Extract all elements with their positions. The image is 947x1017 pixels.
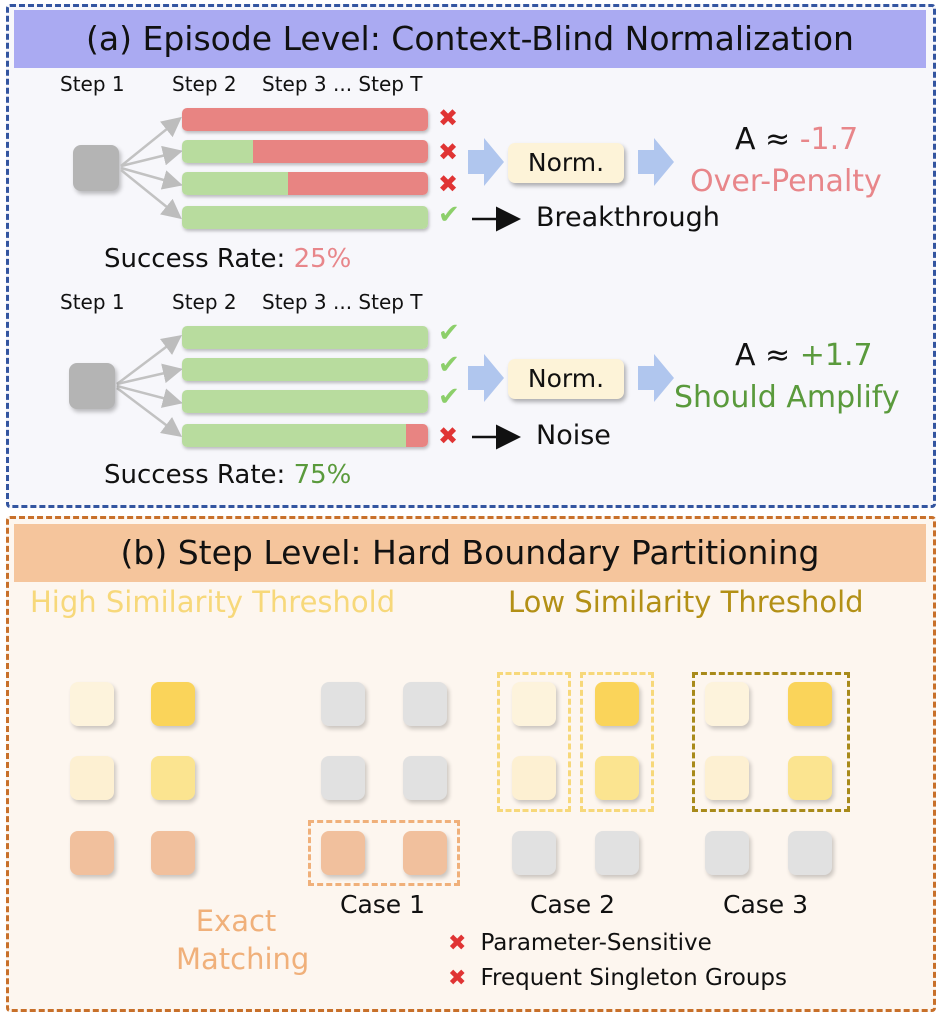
high-threshold-group (580, 672, 654, 812)
step-node (595, 682, 639, 726)
step-node (512, 682, 556, 726)
norm-box: Norm. (508, 143, 624, 183)
check-icon: ✔ (438, 350, 460, 380)
step-node (595, 756, 639, 800)
step-node (512, 831, 556, 875)
step-1-label: Step 1 (60, 72, 125, 96)
case-3-label: Case 3 (723, 890, 809, 919)
step-1-label: Step 1 (60, 290, 125, 314)
cross-icon: ✖ (448, 931, 467, 956)
breakthrough-label: Breakthrough (536, 202, 720, 233)
trajectory-bar (182, 358, 428, 381)
high-threshold-group (497, 672, 571, 812)
trajectory-bar (182, 206, 428, 229)
step-2-label: Step 2 (172, 72, 237, 96)
step-node (788, 756, 832, 800)
step-node (788, 682, 832, 726)
success-rate-bottom: Success Rate: 75% (104, 460, 352, 490)
step-node (151, 756, 195, 800)
cross-icon: ✖ (438, 104, 459, 132)
cross-icon: ✖ (448, 966, 467, 991)
cross-icon: ✖ (438, 422, 459, 450)
step-node (788, 831, 832, 875)
step-node (321, 831, 365, 875)
step-node (595, 831, 639, 875)
step-node (403, 682, 447, 726)
check-icon: ✔ (438, 318, 460, 348)
step-node (321, 682, 365, 726)
norm-box: Norm. (508, 359, 624, 399)
trajectory-bar (182, 140, 428, 163)
step-node (321, 756, 365, 800)
step-2-label: Step 2 (172, 290, 237, 314)
step-node (403, 756, 447, 800)
episode-level-title: (a) Episode Level: Context-Blind Normali… (14, 10, 926, 68)
trajectory-bar (182, 326, 428, 349)
advantage-value: A ≈ +1.7 (735, 338, 873, 373)
trajectory-bar (182, 172, 428, 195)
step-node (151, 682, 195, 726)
advantage-value: A ≈ -1.7 (735, 122, 859, 157)
step-node (70, 682, 114, 726)
step-level-title: (b) Step Level: Hard Boundary Partitioni… (14, 524, 926, 582)
start-node (73, 145, 119, 191)
step-node (403, 831, 447, 875)
low-threshold-group (692, 672, 850, 812)
trajectory-bar (182, 390, 428, 413)
step-node (705, 831, 749, 875)
noise-label: Noise (536, 420, 611, 451)
check-icon: ✔ (438, 382, 460, 412)
step-3-t-label: Step 3 ... Step T (262, 290, 423, 314)
exact-match-group (308, 820, 460, 886)
check-icon: ✔ (438, 200, 460, 230)
step-node (705, 682, 749, 726)
exact-matching-label: Exact Matching (176, 904, 310, 976)
step-node (705, 756, 749, 800)
step-3-t-label: Step 3 ... Step T (262, 72, 423, 96)
step-node (70, 831, 114, 875)
success-rate-top: Success Rate: 25% (104, 244, 352, 274)
step-node (70, 756, 114, 800)
step-node (151, 831, 195, 875)
start-node (69, 363, 115, 409)
issue-singleton-groups: ✖Frequent Singleton Groups (448, 965, 788, 991)
issue-parameter-sensitive: ✖Parameter-Sensitive (448, 930, 712, 956)
trajectory-bar (182, 424, 428, 447)
high-threshold-label: High Similarity Threshold (30, 585, 396, 619)
step-node (512, 756, 556, 800)
trajectory-bar (182, 108, 428, 131)
case-1-label: Case 1 (340, 890, 426, 919)
case-2-label: Case 2 (530, 890, 616, 919)
cross-icon: ✖ (438, 170, 459, 198)
should-amplify-label: Should Amplify (674, 380, 900, 415)
low-threshold-label: Low Similarity Threshold (508, 585, 864, 619)
over-penalty-label: Over-Penalty (690, 164, 882, 199)
cross-icon: ✖ (438, 138, 459, 166)
